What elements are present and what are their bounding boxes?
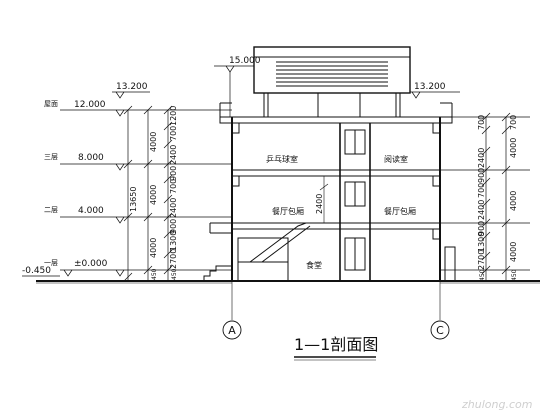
dim-center: 2400 [315, 194, 324, 214]
dim-text: 4000 [149, 185, 158, 205]
room-r1: 食堂 [306, 260, 322, 270]
watermark: zhulong.com [461, 398, 532, 411]
dim-text: 900 [169, 219, 178, 234]
level-roof: 12.000 [74, 100, 106, 110]
level-ground: ±0.000 [74, 259, 108, 269]
level-roof-top-left: 13.200 [116, 82, 148, 92]
building-outline [36, 46, 540, 320]
dim-text: 700 [509, 115, 518, 130]
dim-text: 4000 [509, 242, 518, 262]
dim-text: 2700 [169, 249, 178, 269]
floor-label-floor3: 三层 [44, 153, 58, 161]
dim-text: 450 [479, 269, 486, 281]
dim-text: 1300 [477, 232, 486, 252]
axis-label-a: A [228, 324, 236, 337]
dim-overall: 13650 [129, 187, 138, 212]
dim-text: 4000 [149, 132, 158, 152]
room-r3-right: 阅读室 [384, 154, 408, 164]
floor-label-floor2: 二层 [44, 206, 58, 214]
left-inner-dims: 1200 700 2400 900 700 2400 900 1300 2700… [169, 106, 178, 280]
level-tank-top: 15.000 [229, 56, 261, 66]
dim-text: 700 [477, 183, 486, 198]
dim-text: 450 [151, 268, 158, 280]
floor-label-roof: 屋面 [44, 100, 58, 108]
level-floor3: 8.000 [78, 153, 104, 163]
dim-text: 900 [477, 221, 486, 236]
right-dimension-lines [440, 112, 530, 281]
dim-text: 2400 [477, 200, 486, 220]
dim-text: 1200 [169, 106, 178, 126]
dim-text: 2700 [477, 250, 486, 270]
right-inner-dims: 700 2400 900 700 2400 900 1300 2700 450 [477, 115, 486, 281]
room-r2-left: 餐厅包厢 [272, 206, 304, 216]
dim-text: 4000 [509, 138, 518, 158]
roof-slab [219, 116, 453, 124]
dim-text: 450 [171, 268, 178, 280]
slab-floor2 [231, 222, 441, 230]
level-outdoor: -0.450 [22, 266, 51, 276]
floor-label-ground: 一层 [44, 259, 58, 267]
axis-label-c: C [436, 324, 444, 337]
dim-text: 2400 [169, 198, 178, 218]
dim-text: 900 [169, 166, 178, 181]
room-r2-right: 餐厅包厢 [384, 206, 416, 216]
dim-text: 450 [511, 269, 518, 281]
level-roof-top-right: 13.200 [414, 82, 446, 92]
axis-bubble-a [222, 320, 242, 340]
dim-text: 700 [477, 115, 486, 130]
dim-text: 700 [169, 126, 178, 141]
dim-text: 4000 [509, 191, 518, 211]
dim-text: 700 [169, 179, 178, 194]
dim-text: 1300 [169, 231, 178, 251]
dim-text: 2400 [169, 145, 178, 165]
section-title: 1—1剖面图 [294, 335, 378, 354]
left-middle-dims: 4000 4000 4000 450 [149, 132, 158, 280]
dim-text: 2400 [477, 148, 486, 168]
room-r3-left: 乒乓球室 [266, 154, 298, 164]
slab-floor3 [231, 169, 441, 177]
dim-text: 4000 [149, 238, 158, 258]
water-tank [253, 46, 411, 94]
dim-text: 900 [477, 168, 486, 183]
left-level-lines [22, 65, 460, 282]
level-floor2: 4.000 [78, 206, 104, 216]
axis-bubble-c [430, 320, 450, 340]
right-middle-dims: 700 4000 4000 4000 450 [509, 115, 518, 281]
